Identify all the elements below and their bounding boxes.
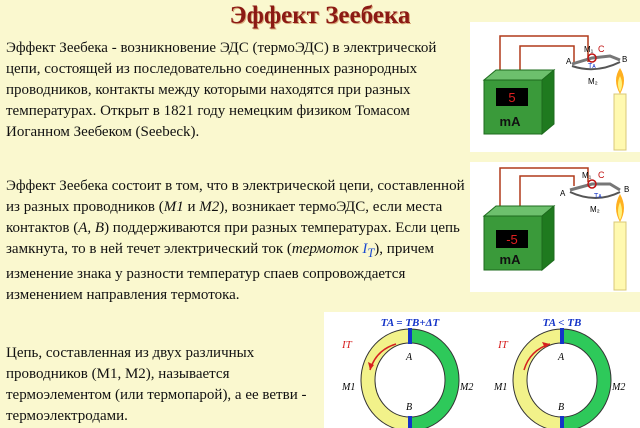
junction-c xyxy=(587,53,597,63)
ring-1: TA = TB+ΔT A B M1 M2 IT xyxy=(341,317,473,428)
label-m1: M₁ xyxy=(582,171,592,180)
meter-reading: -5 xyxy=(506,232,518,247)
meter-reading: 5 xyxy=(508,90,515,105)
ring1-label-m1: M1 xyxy=(341,382,355,393)
ring2-label-m1: M1 xyxy=(493,382,507,393)
p2-it-symbol: IT xyxy=(362,241,375,260)
p2-it: I xyxy=(362,241,368,257)
meter-unit: mA xyxy=(500,114,522,129)
label-b: B xyxy=(622,55,627,64)
p2-thermocurrent: термоток xyxy=(291,241,363,257)
effect-paragraph: Эффект Зеебека состоит в том, что в элек… xyxy=(6,176,472,306)
candle xyxy=(613,93,627,151)
p2-text-b: и xyxy=(183,199,200,215)
ring1-label-a: A xyxy=(405,352,413,363)
ring1-current-label: IT xyxy=(341,339,353,351)
ring2-junction-a xyxy=(560,328,564,344)
slide-title: Эффект Зеебека xyxy=(229,2,411,29)
p2-ab: A, B xyxy=(78,220,105,236)
wire-top xyxy=(499,167,589,214)
label-c: C xyxy=(598,170,605,180)
conductor-m2 xyxy=(571,61,621,71)
label-m2: M₂ xyxy=(590,205,600,214)
ring1-green-branch xyxy=(409,329,459,428)
candle xyxy=(613,221,627,291)
meter-display xyxy=(496,230,528,248)
thermocouple-figure-1: M₁ C A B Tᴀ M₂ 5 mA xyxy=(470,22,640,152)
meter-side xyxy=(541,204,555,272)
ring-2: TA < TB A B M1 M2 IT xyxy=(493,317,625,428)
intro-paragraph: Эффект Зеебека - возникновение ЭДС (терм… xyxy=(6,40,437,140)
label-m1: M₁ xyxy=(584,45,594,54)
label-a: A xyxy=(566,57,572,66)
p2-text-d: ) поддерживаются при разных температурах… xyxy=(6,220,460,257)
meter-side xyxy=(541,68,555,136)
p2-text-a: Эффект Зеебека состоит в том, что в элек… xyxy=(6,178,465,215)
ring2-yellow-branch xyxy=(513,329,563,428)
thermocouple-paragraph: Цепь, составленная из двух различных про… xyxy=(6,345,307,424)
wire-inner xyxy=(519,175,575,214)
ring1-junction-b xyxy=(408,416,412,428)
p2-text-c: ), возникает термоЭДС, если места контак… xyxy=(6,199,443,236)
thermocouple-figure-2: M₁ C A B Tᴀ M₂ -5 mA xyxy=(470,162,640,292)
label-m2: M₂ xyxy=(588,77,598,86)
ring1-yellow-branch xyxy=(361,329,411,428)
label-b: B xyxy=(624,185,629,194)
ring1-label-b: B xyxy=(406,402,412,413)
p2-it-sub: T xyxy=(367,246,375,260)
ring1-condition: TA = TB+ΔT xyxy=(381,317,441,329)
ring2-label-m2: M2 xyxy=(611,382,625,393)
thermocouple-rings: TA = TB+ΔT A B M1 M2 IT TA < TB A B M1 M… xyxy=(324,312,640,428)
meter-display xyxy=(496,88,528,106)
conductor-m1 xyxy=(569,182,621,192)
ring2-condition: TA < TB xyxy=(543,317,582,329)
p2-m1: M1 xyxy=(163,199,184,215)
ring1-arrow-head xyxy=(368,362,374,370)
ring2-green-branch xyxy=(561,329,611,428)
label-ta: Tᴀ xyxy=(588,63,596,70)
ring2-junction-b xyxy=(560,416,564,428)
meter-unit: mA xyxy=(500,252,522,267)
wire-top xyxy=(499,35,589,90)
ring1-junction-a xyxy=(408,328,412,344)
label-c: C xyxy=(598,44,605,54)
conductor-m2 xyxy=(569,191,621,199)
ring2-arrow-head xyxy=(542,342,550,348)
p2-m2: M2 xyxy=(199,199,220,215)
label-a: A xyxy=(560,189,566,198)
conductor-m1 xyxy=(571,54,621,66)
p2-text-e: ), причем изменение знака у разности тем… xyxy=(6,241,435,303)
wire-inner xyxy=(519,45,575,90)
candle-flame-core xyxy=(618,76,622,92)
ring2-label-b: B xyxy=(558,402,564,413)
ring2-label-a: A xyxy=(557,352,565,363)
junction-c xyxy=(587,179,597,189)
ring1-label-m2: M2 xyxy=(459,382,473,393)
candle-flame-core xyxy=(618,202,622,220)
ring2-current-label: IT xyxy=(497,339,509,351)
label-ta: Tᴀ xyxy=(594,193,602,200)
